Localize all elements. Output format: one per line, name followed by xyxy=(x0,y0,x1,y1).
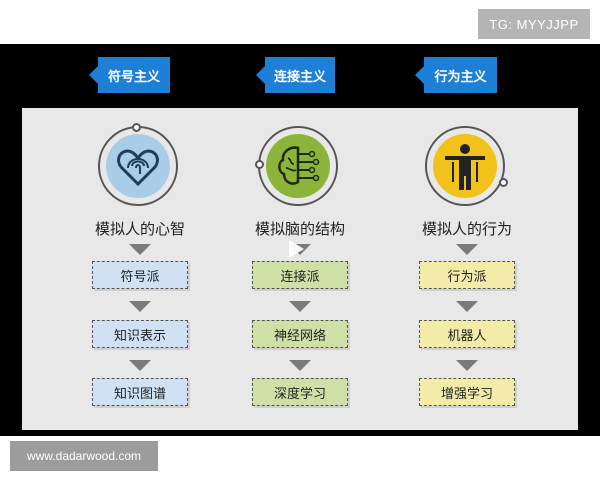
icon-circle xyxy=(255,126,342,210)
tag-symbolism: 符号主义 xyxy=(98,57,170,93)
play-icon[interactable] xyxy=(289,240,304,258)
down-arrow-icon xyxy=(129,301,151,312)
tag-behaviorism: 行为主义 xyxy=(424,57,497,93)
step-box: 行为派 xyxy=(419,261,515,289)
step-box: 知识表示 xyxy=(92,320,188,348)
step-box: 机器人 xyxy=(419,320,515,348)
watermark-top: TG: MYYJJPP xyxy=(478,9,590,39)
tag-connectionism: 连接主义 xyxy=(265,57,335,93)
down-arrow-icon xyxy=(129,360,151,371)
down-arrow-icon xyxy=(289,360,311,371)
column-connectionism: 模拟脑的结构 连接派 神经网络 深度学习 xyxy=(215,108,385,430)
down-arrow-icon xyxy=(289,301,311,312)
step-box: 符号派 xyxy=(92,261,188,289)
step-box: 神经网络 xyxy=(252,320,348,348)
step-box: 知识图谱 xyxy=(92,378,188,406)
step-box: 增强学习 xyxy=(419,378,515,406)
down-arrow-icon xyxy=(456,360,478,371)
icon-circle xyxy=(98,123,182,210)
brain-circuit-icon xyxy=(266,134,330,198)
column-title: 模拟人的心智 xyxy=(94,220,185,238)
person-body-icon xyxy=(433,134,497,198)
icon-circle xyxy=(425,126,509,210)
column-title: 模拟脑的结构 xyxy=(254,220,345,238)
column-symbolism: 模拟人的心智 符号派 知识表示 知识图谱 xyxy=(55,108,225,430)
column-title: 模拟人的行为 xyxy=(421,220,512,238)
down-arrow-icon xyxy=(129,244,151,255)
step-box: 连接派 xyxy=(252,261,348,289)
down-arrow-icon xyxy=(456,244,478,255)
fingerprint-heart-icon xyxy=(106,134,170,198)
column-behaviorism: 模拟人的行为 行为派 机器人 增强学习 xyxy=(382,108,552,430)
down-arrow-icon xyxy=(456,301,478,312)
step-box: 深度学习 xyxy=(252,378,348,406)
watermark-bottom: www.dadarwood.com xyxy=(10,441,158,471)
